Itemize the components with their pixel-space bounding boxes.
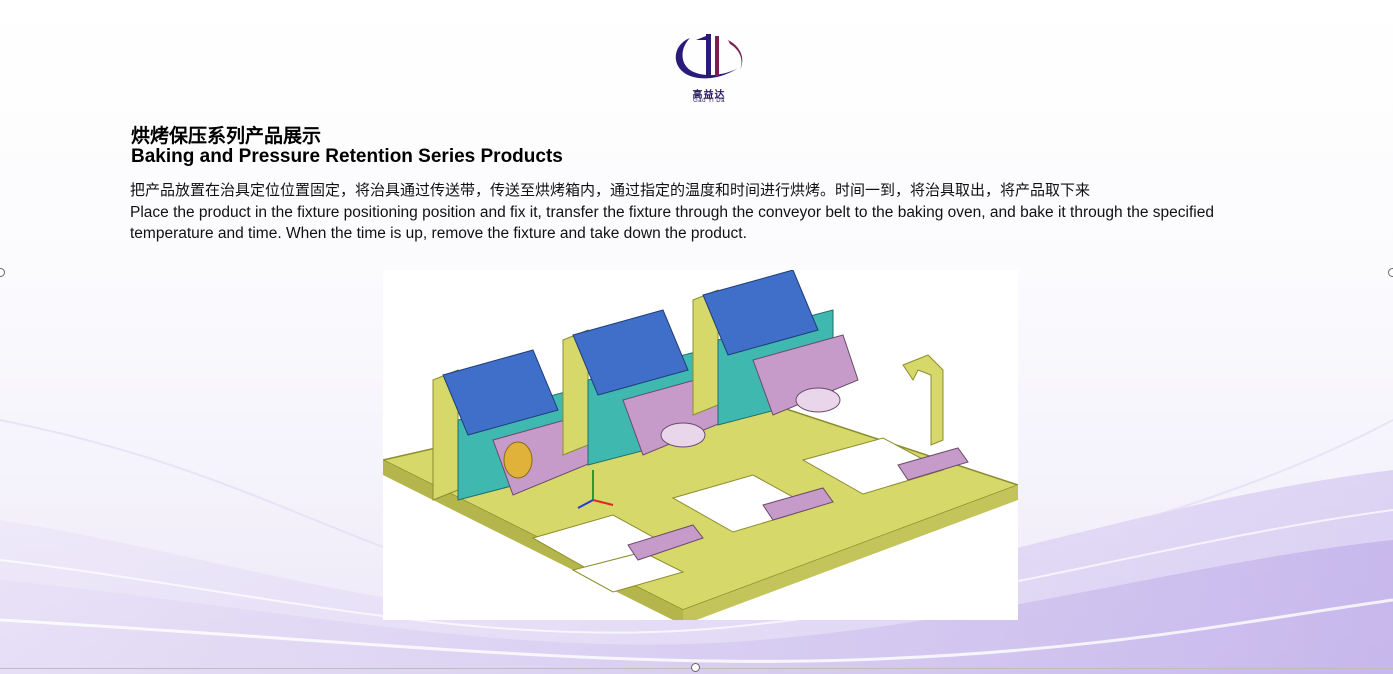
description-cn: 把产品放置在治具定位位置固定，将治具通过传送带，传送至烘烤箱内，通过指定的温度和… xyxy=(130,181,1091,199)
resize-handle-bottom[interactable] xyxy=(691,663,700,672)
fixture-product-image xyxy=(383,270,1018,620)
page-title-cn: 烘烤保压系列产品展示 xyxy=(131,125,322,147)
logo-name-cn: 高益达 xyxy=(692,90,726,101)
fixture-illustration xyxy=(383,270,1018,620)
page-title-en: Baking and Pressure Retention Series Pro… xyxy=(131,146,563,167)
logo-name-en: Gao Yi Da xyxy=(693,98,725,104)
resize-handle-right[interactable] xyxy=(1388,268,1393,277)
resize-handle-left[interactable] xyxy=(0,268,5,277)
company-logo: 高益达 Gao Yi Da xyxy=(668,30,750,108)
logo-mark-icon xyxy=(675,34,743,79)
description-en: Place the product in the fixture positio… xyxy=(130,203,1214,243)
description-block: 把产品放置在治具定位位置固定，将治具通过传送带，传送至烘烤箱内，通过指定的温度和… xyxy=(130,180,1290,245)
